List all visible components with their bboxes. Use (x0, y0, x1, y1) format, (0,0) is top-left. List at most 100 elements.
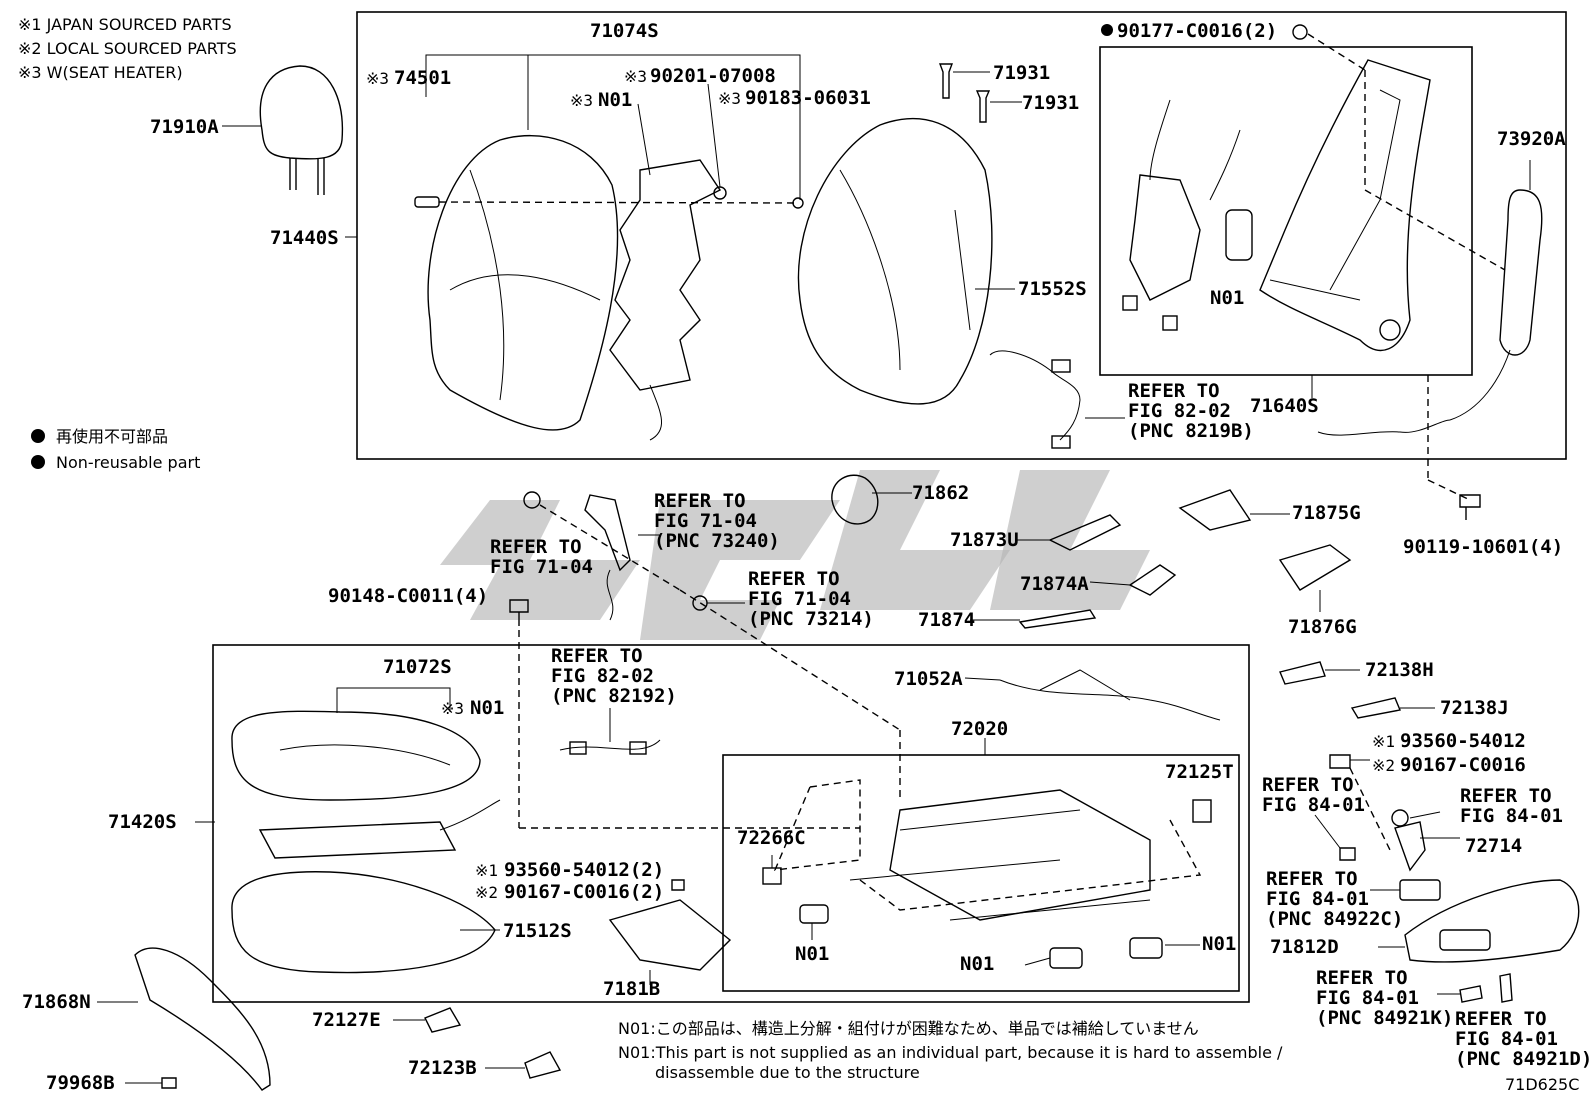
switch-84922C-part (1399, 879, 1441, 901)
seatback-frame-part (1259, 59, 1431, 351)
switch-72714-part (1391, 809, 1426, 872)
part-label: 71931 (993, 62, 1050, 84)
seatback-frame-subgroup-frame (1099, 46, 1473, 376)
adjuster-subgroup-frame (722, 754, 1240, 992)
part-label: 71072S (383, 656, 452, 678)
clip-79968B-part (161, 1077, 177, 1089)
part-label-mark: ※1 (475, 861, 498, 880)
clip-72266C-part (762, 867, 782, 885)
side-airbag-part (1449, 189, 1543, 421)
part-label: 71440S (270, 227, 339, 249)
nut-90177-part (1292, 24, 1308, 40)
shield-71812D-part (1404, 879, 1580, 963)
wire-harness-82192-part (559, 739, 661, 755)
nonreusable-dot-icon (31, 455, 45, 469)
part-label: N01 (1210, 287, 1244, 309)
heater-element-part (609, 159, 722, 441)
cover-71875G-part (1178, 489, 1252, 531)
refer-text: FIG 82-02 (1128, 400, 1231, 422)
part-label: 90177-C0016(2) (1117, 20, 1277, 42)
part-label-mark: ※3 (441, 699, 464, 718)
refer-text: FIG 84-01 (1316, 987, 1419, 1009)
part-label: 72266C (737, 827, 806, 849)
motor-N01-c-part (1129, 937, 1163, 959)
part-label: 71874A (1020, 573, 1089, 595)
refer-text: FIG 71-04 (654, 510, 757, 532)
part-label: 90201-07008 (650, 65, 776, 87)
legend-note-2: ※2 LOCAL SOURCED PARTS (18, 39, 237, 58)
bolt-93560-part (1329, 754, 1351, 769)
headrest-part (259, 65, 344, 195)
part-label: 79968B (46, 1072, 115, 1094)
refer-text: (PNC 82192) (551, 685, 677, 707)
part-labels: 71910A 71440S 71074S ※3 74501 ※3 N01 ※3 … (22, 20, 1592, 1094)
cover-71874A-part (1128, 564, 1177, 596)
seatback-pad-part (797, 117, 993, 405)
seat-adjuster-part (849, 789, 1151, 921)
figure-code: 71D625C (1505, 1075, 1579, 1094)
cover-72123B-part (524, 1051, 562, 1079)
switch-72125T-part (1192, 799, 1212, 823)
part-label-mark: ※1 (1372, 732, 1395, 751)
cover-72127E-part (424, 1007, 462, 1033)
part-label: 90148-C0011(4) (328, 585, 488, 607)
legend-nonreusable-en: Non-reusable part (56, 453, 200, 472)
part-label: 71868N (22, 991, 91, 1013)
lumbar-support-part (1122, 99, 1241, 331)
refer-text: REFER TO (1316, 967, 1408, 989)
bolt-8401-part (1339, 847, 1356, 861)
cover-71876G-part (1278, 544, 1352, 591)
pin-71931-part (938, 63, 991, 123)
part-label: 72123B (408, 1057, 477, 1079)
part-label-mark: ※3 (718, 89, 741, 108)
refer-text: REFER TO (1460, 785, 1552, 807)
footnote-en-1: N01:This part is not supplied as an indi… (618, 1043, 1283, 1062)
part-label: 93560-54012(2) (504, 859, 664, 881)
part-label: N01 (795, 943, 829, 965)
refer-text: FIG 84-01 (1262, 794, 1365, 816)
recliner-knob-71862-part (831, 474, 879, 525)
refer-text: (PNC 73214) (748, 608, 874, 630)
part-label: 71910A (150, 116, 219, 138)
part-label-mark: ※2 (1372, 756, 1395, 775)
refer-text: FIG 71-04 (490, 556, 593, 578)
clip-90183-part (792, 197, 804, 209)
legend-note-3: ※3 W(SEAT HEATER) (18, 63, 183, 82)
part-label: 71420S (108, 811, 177, 833)
refer-text: FIG 84-01 (1266, 888, 1369, 910)
cushion-cover-part (231, 710, 481, 801)
part-label: 72125T (1165, 761, 1234, 783)
cushion-heater-part (258, 799, 501, 859)
part-label: 72127E (312, 1009, 381, 1031)
part-label: 71876G (1288, 616, 1357, 638)
refer-text: REFER TO (1128, 380, 1220, 402)
part-label: 71074S (590, 20, 659, 42)
seatback-group-frame (356, 11, 1567, 460)
cover-72138J-part (1350, 697, 1401, 719)
refer-text: REFER TO (654, 490, 746, 512)
footnotes: N01:この部品は、構造上分解・組付けが困難なため、単品では補給していません N… (618, 1019, 1579, 1094)
part-label: 90183-06031 (745, 87, 871, 109)
refer-text: (PNC 84922C) (1266, 908, 1403, 930)
part-label: N01 (960, 953, 994, 975)
bolt-90119-part (1459, 494, 1481, 520)
part-label: 71873U (950, 529, 1019, 551)
cover-71874-part (1018, 609, 1097, 629)
cover-71873U-part (1048, 514, 1122, 551)
part-label: N01 (598, 89, 632, 111)
legend-nonreusable-jp: 再使用不可部品 (56, 427, 168, 446)
motor-N01-a-part (799, 904, 829, 924)
part-label: 7181B (603, 978, 660, 1000)
refer-text: (PNC 8219B) (1128, 420, 1254, 442)
refer-text: REFER TO (490, 536, 582, 558)
refer-text: REFER TO (1262, 774, 1354, 796)
part-label: N01 (1202, 933, 1236, 955)
part-label: 72138H (1365, 659, 1434, 681)
part-label: 93560-54012 (1400, 730, 1526, 752)
part-label: 72138J (1440, 697, 1509, 719)
cushion-shield-71868N-part (134, 947, 271, 1091)
motor-N01-b-part (1049, 947, 1083, 969)
part-label: 71862 (912, 482, 969, 504)
cushion-group-frame (212, 644, 1250, 1003)
refer-text: REFER TO (1266, 868, 1358, 890)
